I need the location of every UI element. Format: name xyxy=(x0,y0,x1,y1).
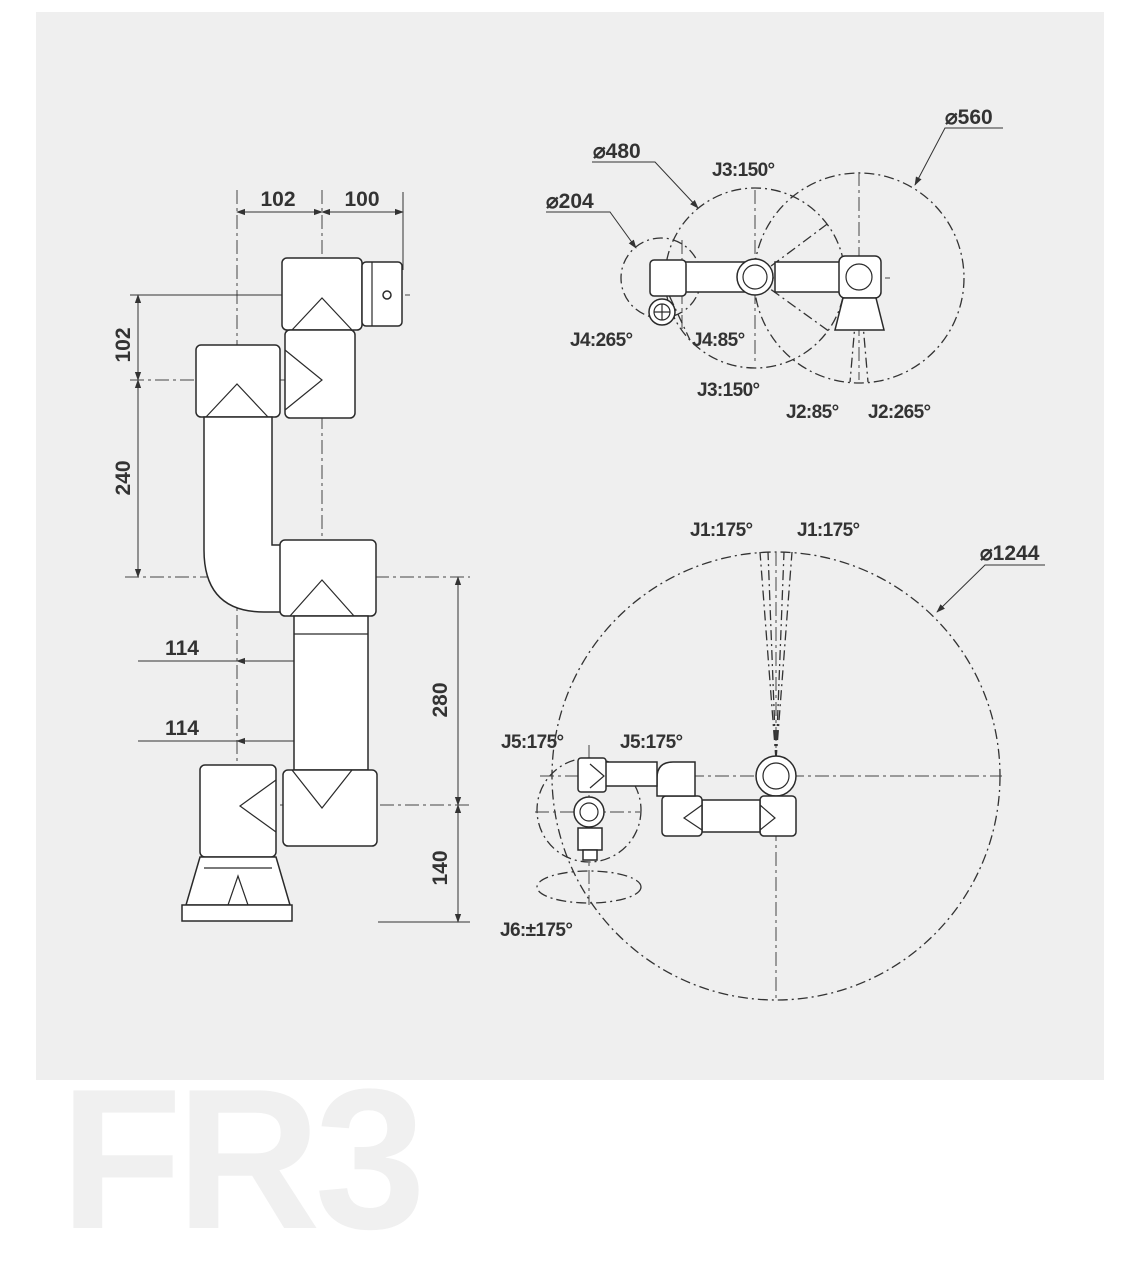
diameter-1244: ⌀1244 xyxy=(980,542,1040,565)
dim-102-side: 102 xyxy=(112,327,135,362)
j2-85-limit: J2:85° xyxy=(786,402,839,423)
j4-265-limit: J4:265° xyxy=(570,330,633,351)
j1-right-limit: J1:175° xyxy=(797,520,860,541)
dim-114-upper: 114 xyxy=(165,637,199,660)
j4-85-limit: J4:85° xyxy=(692,330,745,351)
dim-280: 280 xyxy=(429,682,452,717)
j3-lower-limit: J3:150° xyxy=(697,380,760,401)
j5-left-limit: J5:175° xyxy=(501,732,564,753)
j2-265-limit: J2:265° xyxy=(868,402,931,423)
diameter-560: ⌀560 xyxy=(945,106,993,129)
top-view: ⌀560 ⌀480 ⌀204 J3:150° J4:265° J4:85° J3… xyxy=(546,106,1003,423)
model-watermark: FR3 xyxy=(60,1048,426,1271)
technical-drawing: 102 100 102 240 114 114 280 140 xyxy=(36,12,1104,1080)
diameter-204: ⌀204 xyxy=(546,190,594,213)
dim-240: 240 xyxy=(112,460,135,495)
workspace-view: J1:175° J1:175° ⌀1244 J5:175° J5:175° J6… xyxy=(500,520,1045,1001)
dim-100-top: 100 xyxy=(344,188,379,211)
dim-102-top: 102 xyxy=(260,188,295,211)
j6-limit: J6:±175° xyxy=(500,920,572,941)
j3-upper-limit: J3:150° xyxy=(712,160,775,181)
j5-right-limit: J5:175° xyxy=(620,732,683,753)
side-view: 102 100 102 240 114 114 280 140 xyxy=(112,188,470,923)
dim-114-lower: 114 xyxy=(165,717,199,740)
j1-left-limit: J1:175° xyxy=(690,520,753,541)
dim-140: 140 xyxy=(429,850,452,885)
diameter-480: ⌀480 xyxy=(593,140,641,163)
drawing-panel: 102 100 102 240 114 114 280 140 xyxy=(36,12,1104,1080)
